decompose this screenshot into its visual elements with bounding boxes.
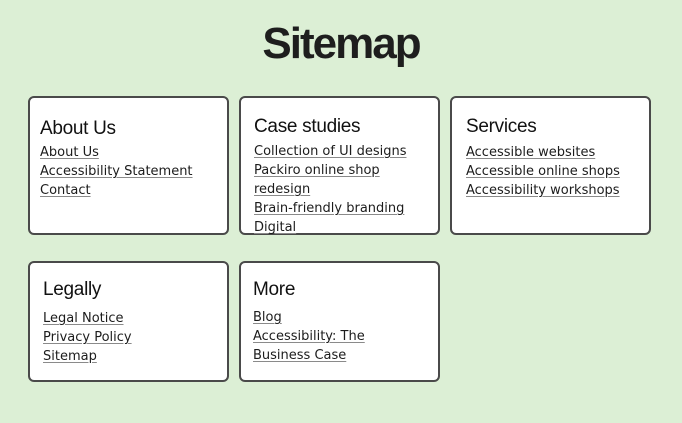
link-accessibility-statement[interactable]: Accessibility Statement: [40, 164, 193, 179]
link-list: Collection of UI designs Packiro online …: [254, 141, 418, 236]
link-privacy-policy[interactable]: Privacy Policy: [43, 330, 132, 345]
link-digital[interactable]: Digital: [254, 220, 297, 235]
link-blog[interactable]: Blog: [253, 310, 282, 325]
section-legally: Legally Legal Notice Privacy Policy Site…: [28, 261, 229, 382]
link-sitemap[interactable]: Sitemap: [43, 349, 97, 364]
section-more: More Blog Accessibility: The Business Ca…: [239, 261, 440, 382]
link-collection-of-ui-designs[interactable]: Collection of UI designs: [254, 144, 407, 159]
link-list: Blog Accessibility: The Business Case: [253, 307, 378, 364]
section-heading: About Us: [40, 118, 116, 139]
section-services: Services Accessible websites Accessible …: [450, 96, 651, 235]
link-legal-notice[interactable]: Legal Notice: [43, 311, 124, 326]
link-list: Accessible websites Accessible online sh…: [466, 142, 641, 199]
link-accessible-websites[interactable]: Accessible websites: [466, 145, 596, 160]
link-about-us[interactable]: About Us: [40, 145, 99, 160]
page-title: Sitemap: [262, 19, 421, 68]
link-list: About Us Accessibility Statement Contact: [40, 142, 219, 199]
link-contact[interactable]: Contact: [40, 183, 91, 198]
link-list: Legal Notice Privacy Policy Sitemap: [43, 308, 219, 365]
section-heading: Legally: [43, 279, 102, 300]
link-packiro-online-shop-redesign[interactable]: Packiro online shop redesign: [254, 163, 380, 197]
section-heading: Case studies: [254, 116, 361, 137]
section-heading: Services: [466, 116, 537, 137]
link-brain-friendly-branding[interactable]: Brain-friendly branding: [254, 201, 405, 216]
link-accessible-online-shops[interactable]: Accessible online shops: [466, 164, 620, 179]
section-case-studies: Case studies Collection of UI designs Pa…: [239, 96, 440, 235]
link-accessibility-workshops[interactable]: Accessibility workshops: [466, 183, 620, 198]
section-about-us: About Us About Us Accessibility Statemen…: [28, 96, 229, 235]
link-accessibility-business-case[interactable]: Accessibility: The Business Case: [253, 329, 365, 363]
section-heading: More: [253, 279, 296, 300]
